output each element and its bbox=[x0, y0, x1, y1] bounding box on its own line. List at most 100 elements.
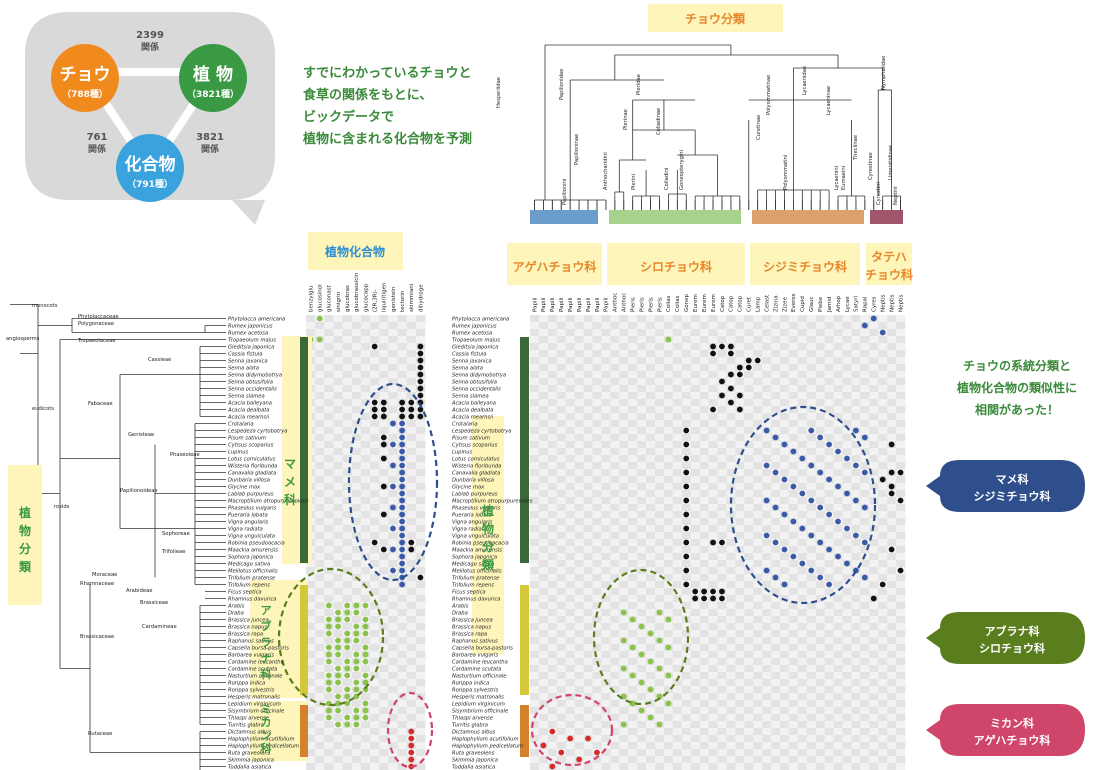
grid-cell bbox=[806, 735, 817, 743]
grid-cell bbox=[601, 490, 611, 498]
grid-cell bbox=[771, 525, 781, 533]
grid-cell bbox=[370, 735, 380, 743]
grid-cell bbox=[315, 658, 325, 666]
grid-cell bbox=[556, 567, 567, 575]
grid-cell bbox=[547, 721, 558, 729]
grid-cell bbox=[672, 364, 683, 372]
plant-species-label: Brassica rapa bbox=[452, 632, 487, 638]
grid-cell bbox=[806, 476, 817, 484]
grid-cell bbox=[333, 581, 343, 589]
data-dot bbox=[835, 448, 841, 455]
grid-cell bbox=[735, 532, 745, 540]
grid-cell bbox=[717, 406, 727, 414]
grid-cell bbox=[699, 658, 709, 666]
grid-cell bbox=[379, 462, 389, 470]
grid-cell bbox=[797, 630, 808, 638]
grid-cell bbox=[851, 469, 861, 477]
grid-cell bbox=[672, 609, 683, 617]
grid-cell bbox=[379, 686, 389, 694]
grid-cell bbox=[753, 518, 763, 526]
grid-cell bbox=[530, 476, 540, 484]
grid-cell bbox=[547, 329, 558, 337]
grid-cell bbox=[824, 742, 834, 750]
grid-cell bbox=[681, 686, 692, 694]
grid-cell bbox=[306, 315, 316, 323]
compound-column-label: skimmiani bbox=[409, 283, 415, 312]
grid-cell bbox=[324, 560, 334, 568]
grid-cell bbox=[538, 329, 549, 337]
grid-cell bbox=[824, 700, 834, 708]
grid-cell bbox=[797, 735, 808, 743]
grid-cell bbox=[565, 665, 575, 673]
grid-cell bbox=[797, 532, 808, 540]
grid-cell bbox=[699, 700, 709, 708]
grid-cell bbox=[333, 476, 343, 484]
intro-line: 植物に含まれる化合物を予測 bbox=[302, 131, 472, 147]
grid-cell bbox=[860, 644, 870, 652]
plant-species-label: Acacia dealbata bbox=[451, 408, 494, 414]
data-dot bbox=[390, 525, 396, 532]
grid-cell bbox=[565, 567, 575, 575]
grid-cell bbox=[547, 413, 558, 421]
grid-cell bbox=[315, 553, 325, 561]
plant-species-label: Acacia baileyana bbox=[451, 401, 496, 407]
grid-cell bbox=[342, 343, 353, 351]
data-dot bbox=[325, 714, 332, 721]
grid-cell bbox=[565, 406, 575, 414]
butterfly-column-label: Celast bbox=[764, 294, 770, 312]
grid-cell bbox=[637, 350, 647, 358]
grid-cell bbox=[565, 357, 575, 365]
grid-cell bbox=[406, 532, 417, 540]
grid-cell bbox=[681, 609, 692, 617]
grid-cell bbox=[672, 728, 683, 736]
grid-cell bbox=[324, 441, 334, 449]
grid-cell bbox=[717, 686, 727, 694]
grid-cell bbox=[708, 483, 718, 491]
grid-cell bbox=[869, 511, 879, 519]
grid-cell bbox=[788, 455, 799, 463]
grid-cell bbox=[762, 315, 772, 323]
grid-cell bbox=[860, 714, 870, 722]
data-dot bbox=[683, 427, 690, 434]
grid-cell bbox=[753, 497, 763, 505]
grid-cell bbox=[717, 651, 727, 659]
grid-cell bbox=[538, 511, 549, 519]
grid-cell bbox=[797, 378, 808, 386]
aburana-label: ア bbox=[261, 604, 272, 617]
grid-cell bbox=[663, 427, 674, 435]
butterfly-column-label: Eurem bbox=[702, 294, 708, 312]
grid-cell bbox=[415, 315, 426, 323]
grid-cell bbox=[833, 434, 843, 442]
grid-cell bbox=[717, 567, 727, 575]
grid-cell bbox=[556, 476, 567, 484]
grid-cell bbox=[333, 490, 343, 498]
grid-cell bbox=[601, 350, 611, 358]
grid-cell bbox=[726, 329, 736, 337]
grid-cell bbox=[601, 574, 611, 582]
grid-cell bbox=[556, 651, 567, 659]
grid-cell bbox=[851, 707, 861, 715]
grid-cell bbox=[619, 602, 629, 610]
grid-cell bbox=[851, 511, 861, 519]
grid-cell bbox=[351, 644, 362, 652]
grid-cell bbox=[896, 644, 906, 652]
grid-cell bbox=[637, 609, 647, 617]
data-dot bbox=[683, 581, 690, 588]
grid-cell bbox=[663, 756, 674, 764]
grid-cell bbox=[324, 378, 334, 386]
grid-cell bbox=[780, 434, 790, 442]
grid-cell bbox=[878, 714, 888, 722]
grid-cell bbox=[806, 518, 817, 526]
grid-cell bbox=[860, 490, 870, 498]
grid-cell bbox=[547, 749, 558, 757]
grid-cell bbox=[690, 364, 700, 372]
grid-cell bbox=[628, 490, 638, 498]
data-dot bbox=[772, 469, 779, 476]
conclusion-line: チョウの系統分類と bbox=[963, 358, 1071, 373]
grid-cell bbox=[744, 749, 754, 757]
grid-cell bbox=[717, 644, 727, 652]
grid-cell bbox=[538, 406, 549, 414]
grid-cell bbox=[547, 553, 558, 561]
grid-cell bbox=[878, 490, 888, 498]
grid-cell bbox=[324, 532, 334, 540]
